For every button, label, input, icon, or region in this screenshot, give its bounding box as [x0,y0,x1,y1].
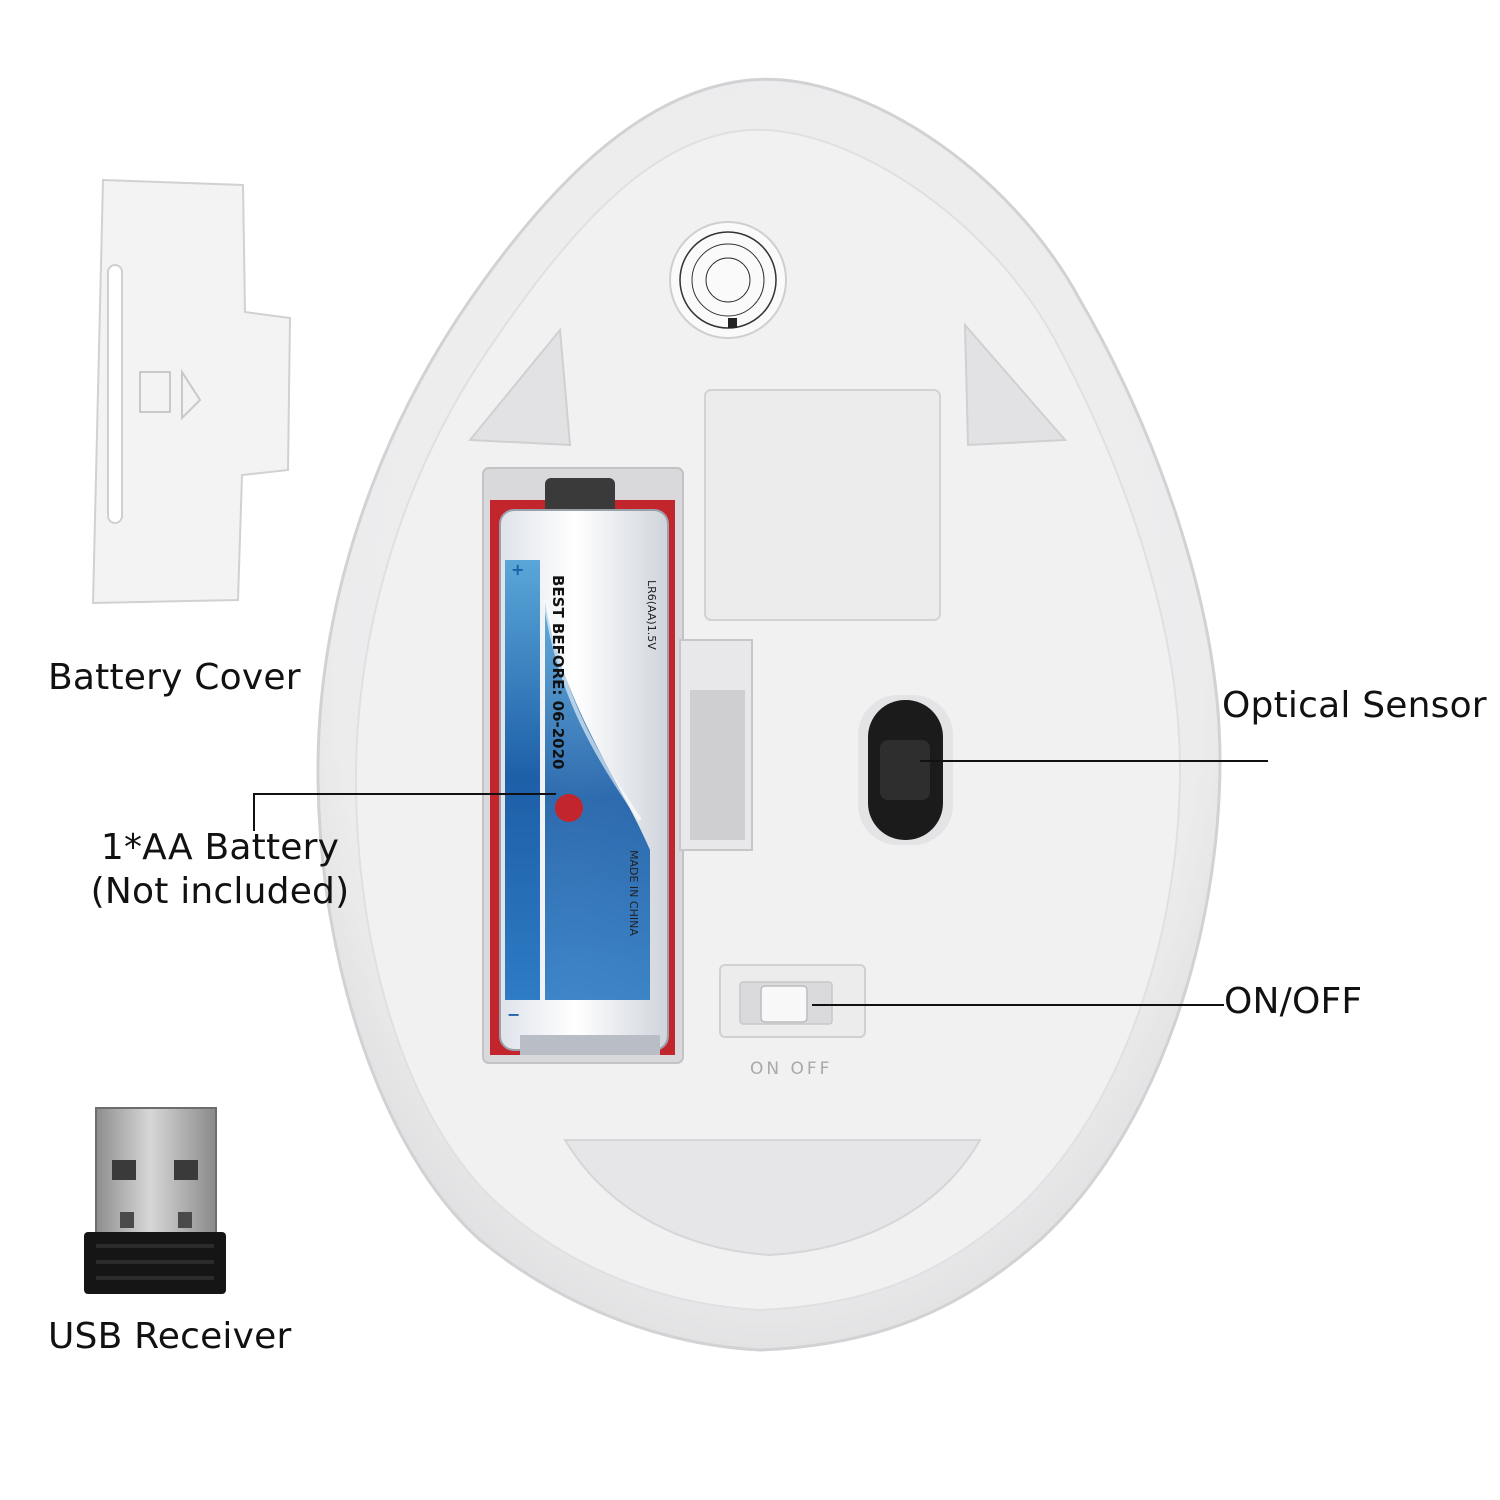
svg-text:+: + [511,560,524,579]
switch-callout-line [812,1004,1224,1006]
svg-text:−: − [507,1005,520,1024]
battery-best-before-text: BEST BEFORE: 06-2020 [549,575,567,769]
power-switch[interactable]: ON OFF [719,964,866,1079]
battery-origin-text: MADE IN CHINA [627,850,640,936]
battery-callout-vertical [253,794,255,831]
aa-battery-label: 1*AA Battery (Not included) [70,826,370,914]
center-recess [704,389,941,621]
glide-pad-right [963,322,1068,447]
battery-cover-part [91,178,292,605]
optical-sensor-label: Optical Sensor [1222,685,1487,726]
glide-pad-rear [563,1139,982,1257]
aa-battery-label-line2: (Not included) [90,871,350,912]
switch-marking: ON OFF [750,1059,832,1079]
qc-sticker [669,221,787,339]
optical-sensor [858,695,953,845]
on-off-label: ON/OFF [1224,981,1363,1022]
battery-type-text: LR6(AA)1.5V [645,580,658,650]
sensor-callout-line [920,760,1268,762]
battery-callout-horizontal [253,793,556,795]
usb-receiver-label: USB Receiver [48,1316,292,1357]
battery-cover-label: Battery Cover [48,657,301,698]
glide-pad-left [467,327,572,447]
usb-receiver-part [84,1107,226,1294]
aa-battery-label-line1: 1*AA Battery [100,827,340,868]
aa-battery: BEST BEFORE: 06-2020 LR6(AA)1.5V MADE IN… [499,478,669,1055]
mouse-body: BEST BEFORE: 06-2020 LR6(AA)1.5V MADE IN… [316,77,1222,1352]
